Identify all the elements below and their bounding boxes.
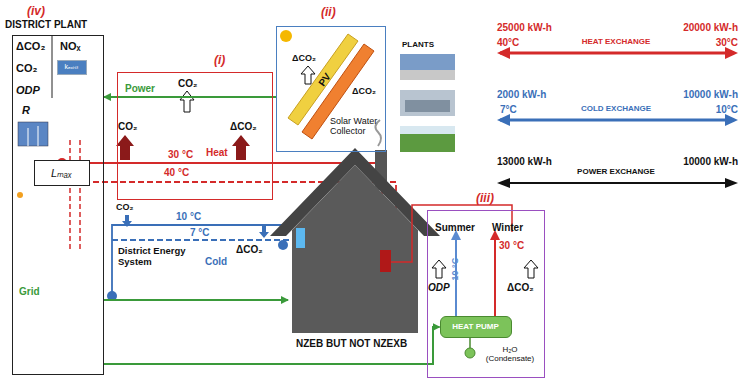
label-text: 13000 kW-h	[497, 156, 552, 168]
heat-pump-region: (iii)HEAT PUMP	[427, 210, 545, 378]
label-text: PLANTS	[402, 40, 434, 49]
label-text: 7°C	[500, 104, 517, 116]
label-text: 30°C	[716, 37, 738, 49]
callout-number: (iii)	[476, 192, 494, 206]
heat-pump-text: HEAT PUMP	[452, 322, 499, 331]
load-text: Lₘₐₓ	[51, 166, 72, 179]
factor-box: kₑₓᵢₛₜ	[57, 60, 87, 75]
label-text: ΔCO₂	[16, 40, 45, 53]
label-text: Solar Water Collector	[330, 116, 384, 137]
legend-text: POWER EXCHANGE	[577, 167, 655, 176]
label-text: 20000 kW-h	[683, 22, 738, 34]
label-text: CO₂	[116, 202, 134, 212]
label-text: CO₂	[16, 62, 37, 75]
callout-number: (ii)	[321, 6, 336, 20]
label-text: NOₓ	[60, 40, 81, 53]
label-text: Heat	[206, 147, 228, 159]
label-text: ΔCO₂	[292, 53, 316, 63]
house-label: NZEB BUT NOT NZEXB	[296, 338, 407, 350]
connector-label: Grid	[18, 286, 41, 298]
power-connector	[104, 96, 276, 98]
label-text: ΔCO₂	[352, 86, 376, 96]
label-text: ODP	[16, 84, 40, 97]
callout-number: (i)	[214, 54, 225, 68]
power-connector	[104, 299, 288, 301]
label-text: 30 °C	[499, 240, 524, 252]
label-text: District Energy System	[118, 246, 198, 268]
label-text: 40 °C	[164, 167, 189, 179]
connector-label: Power	[124, 83, 156, 95]
label-text: CO₂	[178, 78, 197, 90]
house: NZEB BUT NOT NZEXB	[288, 150, 424, 334]
label-text: 30 °C	[168, 149, 193, 161]
label-text: Summer	[435, 222, 475, 234]
legend-text: COLD EXCHANGE	[581, 104, 651, 113]
power-connector	[104, 327, 440, 364]
label-text: ΔCO₂	[507, 282, 534, 294]
label-text: Cold	[205, 256, 227, 268]
label-text: ODP	[428, 282, 450, 294]
callout-number: (iv)	[27, 5, 45, 19]
label-text: ΔCO₂	[230, 121, 257, 133]
label-text: R	[22, 104, 30, 117]
panel-title: DISTRICT PLANT	[5, 19, 87, 31]
label-text: ΔCO₂	[236, 244, 263, 256]
label-text: 10000 kW-h	[683, 89, 738, 101]
label-text: 10000 kW-h	[683, 156, 738, 168]
legend-text: HEAT EXCHANGE	[582, 37, 651, 46]
factor-text: kₑₓᵢₛₜ	[64, 63, 78, 71]
label-text: Winter	[492, 222, 523, 234]
label-text: 40°C	[497, 37, 519, 49]
label-text: 7 °C	[190, 227, 210, 239]
label-text: 2000 kW-h	[497, 89, 546, 101]
label-text: 10°C	[716, 104, 738, 116]
label-text: 25000 kW-h	[497, 22, 552, 34]
label-text: 10 °C	[176, 211, 201, 223]
load-box: Lₘₐₓ	[34, 160, 90, 186]
label-text: CO₂	[118, 121, 137, 133]
heat-pump-box: HEAT PUMP	[440, 316, 512, 338]
label-text: 10 °C	[450, 258, 460, 281]
label-text: H₂O (Condensate)	[481, 345, 539, 363]
